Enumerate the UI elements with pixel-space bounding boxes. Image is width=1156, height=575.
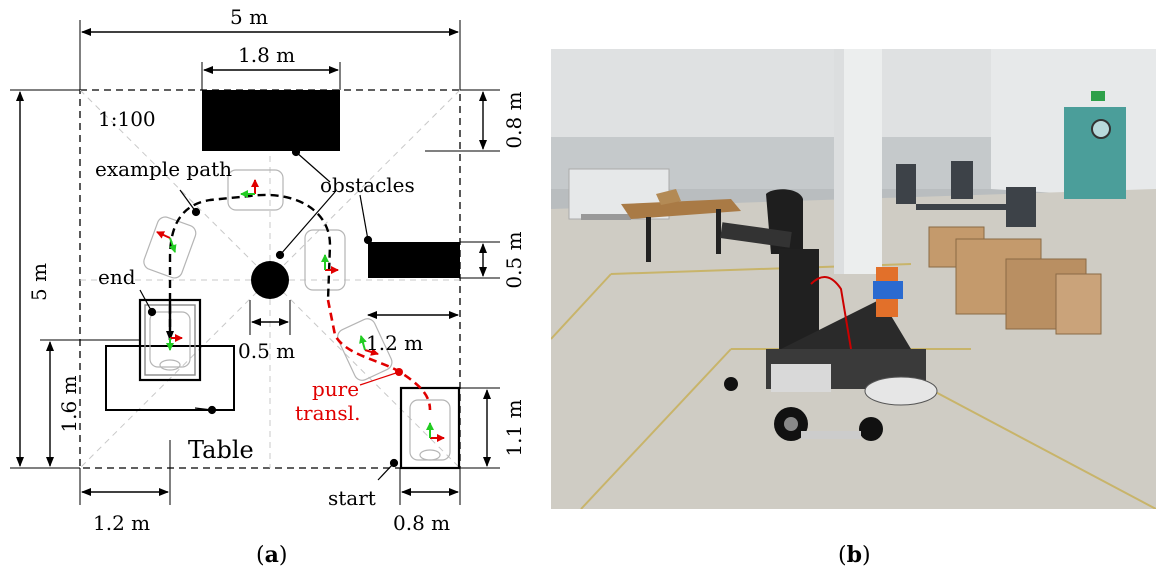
dim-obstacle-top-label: 1.8 m <box>238 43 295 67</box>
obstacle-top <box>202 90 340 151</box>
dim-left-label: 5 m <box>27 263 51 301</box>
label-end: end <box>98 265 136 289</box>
dim-table-width-label: 1.2 m <box>93 511 150 535</box>
start-box <box>399 386 461 470</box>
extension-lines <box>10 20 500 505</box>
dim-start-height-label: 1.1 m <box>502 399 526 456</box>
dim-circle-label: 0.5 m <box>238 339 295 363</box>
dim-start-width-label: 0.8 m <box>393 511 450 535</box>
wheelchair-photo <box>551 49 1156 509</box>
wheelchair <box>720 189 938 441</box>
pose-frames <box>156 179 445 442</box>
floor-plan-diagram: 5 m 1.8 m 1:100 example path obstacles e… <box>10 5 526 535</box>
example-path <box>168 193 332 340</box>
dim-obstacle-right-width-label: 1.2 m <box>366 331 423 355</box>
label-obstacles: obstacles <box>320 173 415 197</box>
obstacle-circle <box>251 261 289 299</box>
label-start: start <box>328 486 376 510</box>
label-example-path: example path <box>95 157 232 181</box>
dim-top-label: 5 m <box>230 5 268 29</box>
label-pure: pure <box>312 377 359 401</box>
pure-leader <box>359 368 403 386</box>
table <box>621 199 741 219</box>
cardboard-boxes <box>928 226 1102 335</box>
label-table: Table <box>188 436 254 464</box>
caption-a: (a) <box>256 542 288 568</box>
chairs <box>896 161 1036 227</box>
room-boundary <box>79 89 461 469</box>
dim-table-height-label: 1.6 m <box>57 375 81 432</box>
caption-b: (b) <box>838 542 871 568</box>
label-transl: transl. <box>295 401 360 425</box>
dim-obstacle-right-label: 0.5 m <box>502 231 526 288</box>
door <box>1064 107 1126 199</box>
leader-lines <box>139 147 399 481</box>
obstacle-right <box>368 242 460 278</box>
scale-label: 1:100 <box>98 107 156 131</box>
dim-obstacle-top-height-label: 0.8 m <box>502 91 526 148</box>
